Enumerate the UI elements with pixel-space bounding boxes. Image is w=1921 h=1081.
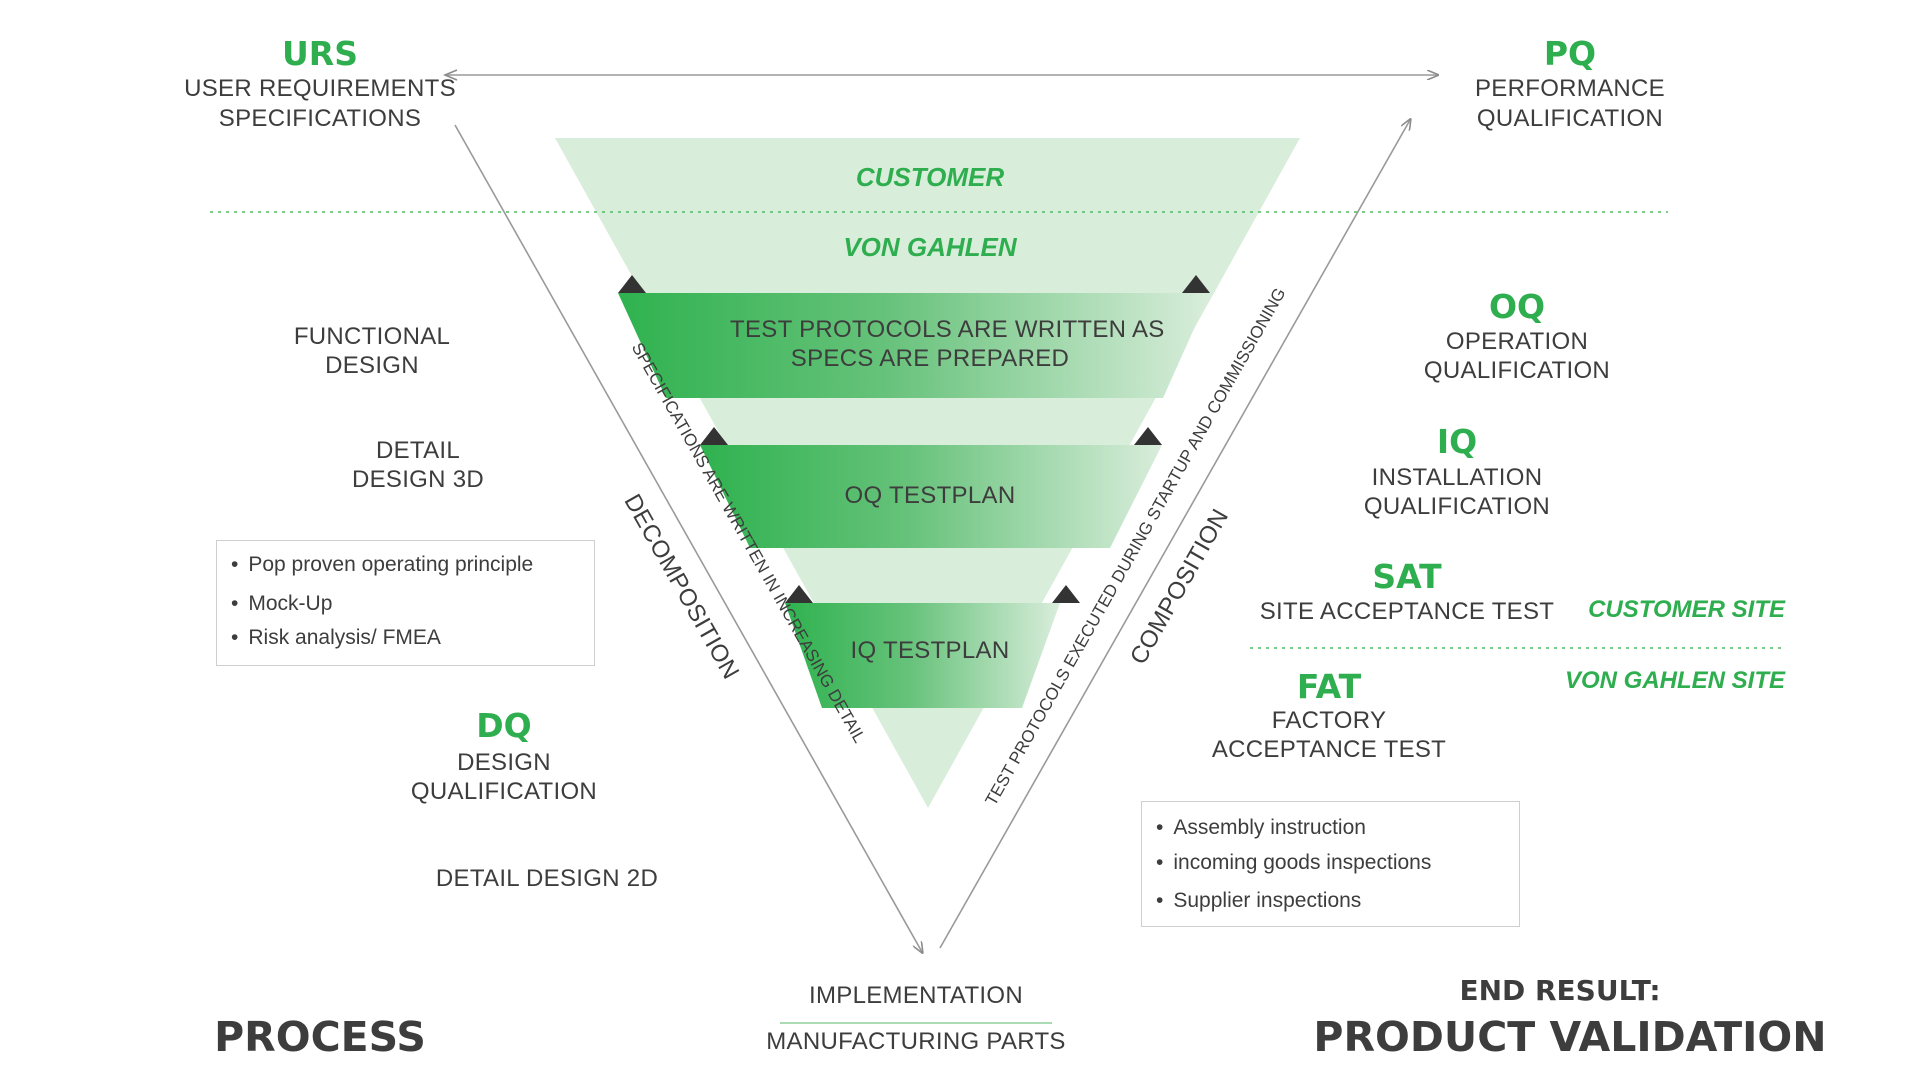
iq-label-line1: INSTALLATION — [1371, 464, 1543, 491]
composition-arrow — [939, 120, 1410, 949]
list-item: Risk analysis/ FMEA — [231, 626, 441, 650]
list-item: Supplier inspections — [1156, 889, 1361, 913]
pq-label-line2: QUALIFICATION — [1476, 105, 1664, 132]
marker-triangle — [1182, 275, 1210, 293]
fat-code: FAT — [1296, 667, 1362, 706]
pq-label-line1: PERFORMANCE — [1475, 75, 1665, 102]
list-item: incoming goods inspections — [1156, 851, 1431, 875]
manufacturing-parts-label: MANUFACTURING PARTS — [766, 1028, 1066, 1055]
detail-3d-line1: DETAIL — [375, 437, 461, 464]
band2-label: OQ TESTPLAN — [844, 482, 1016, 509]
urs-label-line2: SPECIFICATIONS — [218, 105, 422, 132]
marker-triangle — [785, 585, 813, 603]
list-item: Pop proven operating principle — [231, 553, 533, 577]
von-gahlen-label: VON GAHLEN — [843, 232, 1017, 262]
functional-design-line2: DESIGN — [325, 352, 419, 379]
iq-code: IQ — [1436, 422, 1478, 461]
list-item: Mock-Up — [231, 592, 332, 616]
fat-label-line1: FACTORY — [1271, 707, 1387, 734]
band1-line2: SPECS ARE PREPARED — [790, 345, 1070, 372]
process-title: PROCESS — [214, 1013, 426, 1061]
detail-2d-label: DETAIL DESIGN 2D — [435, 865, 659, 892]
decomposition-arrow — [454, 124, 922, 952]
list-item: Assembly instruction — [1156, 816, 1366, 840]
detail-3d-line2: DESIGN 3D — [351, 466, 485, 493]
sat-code: SAT — [1372, 557, 1442, 596]
band-oq-testplan — [700, 445, 1162, 548]
band1-line1: TEST PROTOCOLS ARE WRITTEN AS — [730, 316, 1165, 343]
dq-code: DQ — [476, 706, 532, 745]
marker-triangle — [618, 275, 646, 293]
fat-label-line2: ACCEPTANCE TEST — [1211, 736, 1447, 763]
marker-triangle — [700, 427, 728, 445]
pq-code: PQ — [1543, 34, 1597, 73]
implementation-label: IMPLEMENTATION — [809, 982, 1023, 1009]
iq-label-line2: QUALIFICATION — [1363, 493, 1551, 520]
functional-design-line1: FUNCTIONAL — [293, 323, 451, 350]
customer-label: CUSTOMER — [855, 162, 1005, 192]
sat-label: SITE ACCEPTANCE TEST — [1259, 598, 1555, 625]
end-result-label: END RESULT: — [1459, 974, 1661, 1007]
urs-code: URS — [282, 34, 358, 73]
von-gahlen-site-label: VON GAHLEN SITE — [1564, 667, 1785, 694]
dq-label-line2: QUALIFICATION — [410, 778, 598, 805]
customer-site-label: CUSTOMER SITE — [1588, 596, 1785, 623]
oq-label-line2: QUALIFICATION — [1423, 357, 1611, 384]
band-test-protocols — [618, 293, 1210, 398]
product-validation-title: PRODUCT VALIDATION — [1313, 1013, 1827, 1061]
band3-label: IQ TESTPLAN — [850, 637, 1010, 664]
oq-code: OQ — [1488, 287, 1546, 326]
top-arrow-left-head — [442, 69, 458, 81]
band-iq-testplan — [785, 603, 1060, 708]
marker-triangle — [1134, 427, 1162, 445]
left-info-box: Pop proven operating principle Mock-Up R… — [216, 540, 595, 666]
dq-label-line1: DESIGN — [457, 749, 551, 776]
marker-triangle — [1052, 585, 1080, 603]
urs-label-line1: USER REQUIREMENTS — [184, 75, 456, 102]
right-info-box: Assembly instruction incoming goods insp… — [1141, 801, 1520, 927]
oq-label-line1: OPERATION — [1445, 328, 1589, 355]
